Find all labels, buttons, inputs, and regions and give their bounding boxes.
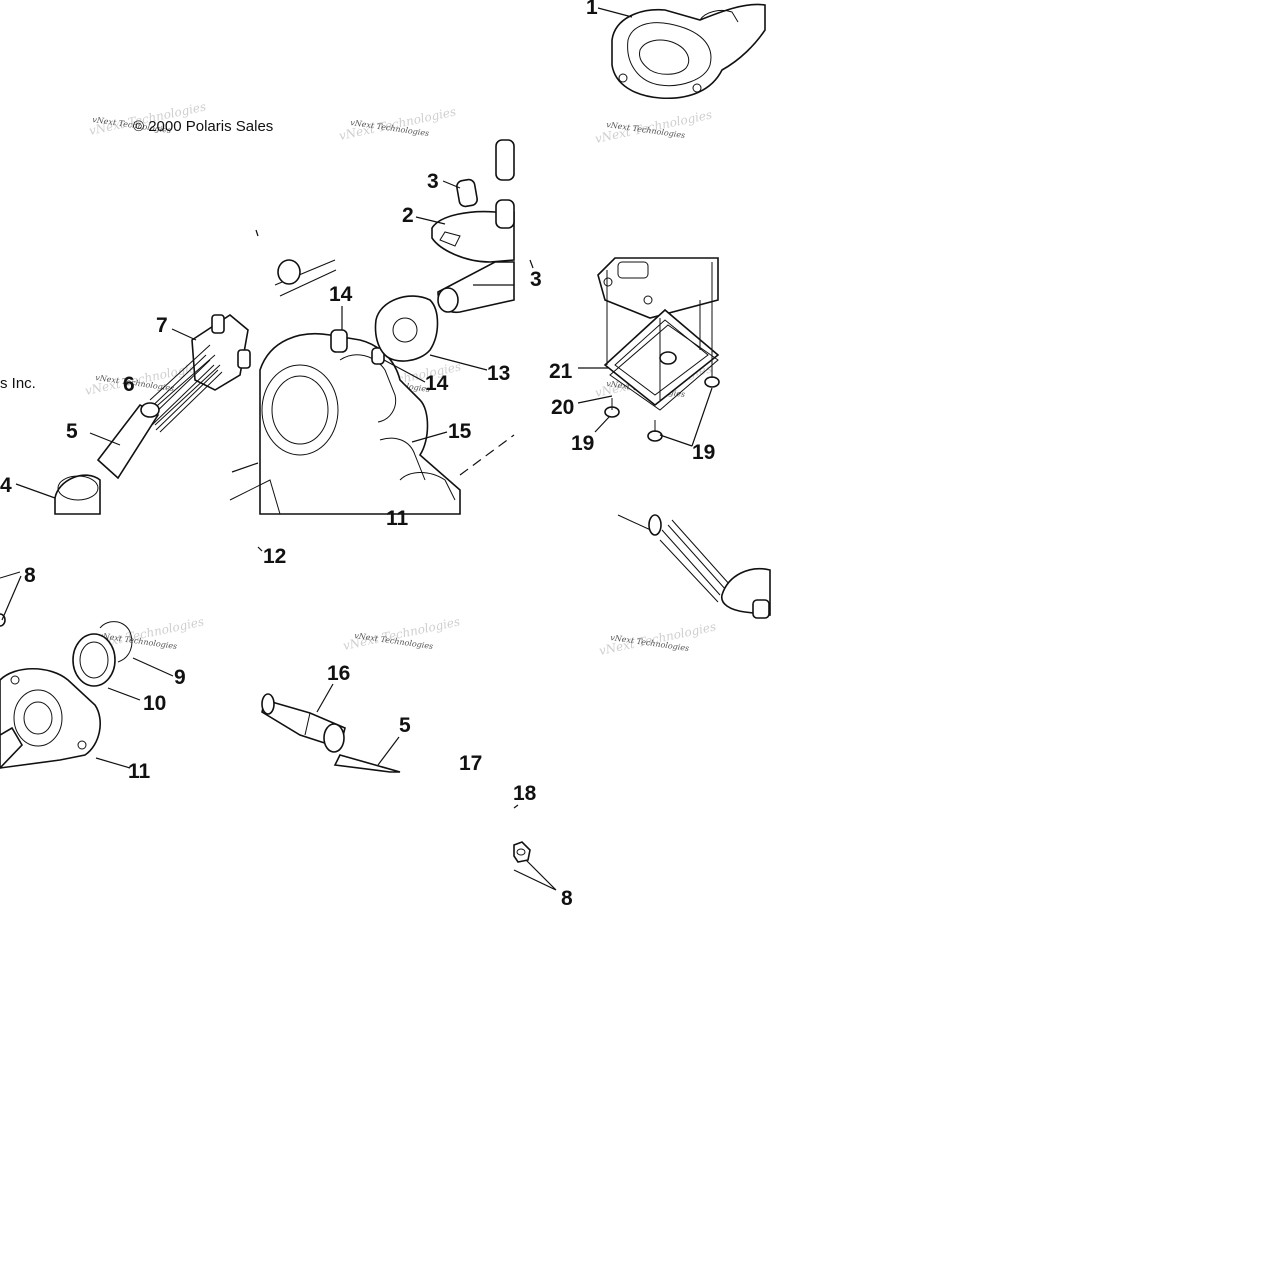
callout-21: 21	[549, 360, 573, 383]
shaft-parts	[261, 693, 401, 773]
callout-19: 19	[692, 441, 715, 464]
callout-15: 15	[448, 420, 472, 443]
callout-11: 11	[386, 507, 409, 530]
callout-6: 6	[123, 373, 135, 396]
rotor-shaft-part	[431, 139, 515, 314]
leader-lines	[1, 7, 713, 891]
callout-8: 8	[24, 564, 36, 587]
callout-19: 19	[571, 432, 594, 455]
oil-pump-cover-part	[611, 3, 766, 100]
callout-14: 14	[425, 372, 449, 395]
callout-8: 8	[561, 887, 573, 910]
callout-11: 11	[128, 760, 151, 783]
spring-plate-part	[617, 514, 771, 619]
callout-1: 1	[586, 0, 598, 19]
copyright-text-fragment: s Inc.	[0, 375, 36, 392]
callout-16: 16	[327, 662, 350, 685]
callout-5: 5	[66, 420, 78, 443]
callout-9: 9	[174, 666, 186, 689]
callout-10: 10	[143, 692, 166, 715]
bottom-cover-part	[597, 257, 720, 442]
nut-part	[513, 841, 531, 863]
callout-12: 12	[263, 545, 286, 568]
callout-2: 2	[402, 204, 414, 227]
callouts: 1 2 3 3 4 5 5 6 7 8 8 9 10 11 11 12 13 1…	[0, 0, 715, 910]
callout-3: 3	[427, 170, 439, 193]
copyright-text: © 2000 Polaris Sales	[133, 118, 273, 135]
relief-valve-part	[54, 314, 251, 515]
callout-18: 18	[513, 782, 537, 805]
pump-body-part	[229, 259, 515, 515]
bearing-seal-part	[0, 571, 133, 770]
callout-14: 14	[329, 283, 353, 306]
callout-20: 20	[551, 396, 574, 419]
callout-3: 3	[530, 268, 542, 291]
callout-17: 17	[459, 752, 482, 775]
callout-5: 5	[399, 714, 411, 737]
callout-4: 4	[0, 474, 12, 497]
callout-13: 13	[487, 362, 510, 385]
callout-7: 7	[156, 314, 168, 337]
